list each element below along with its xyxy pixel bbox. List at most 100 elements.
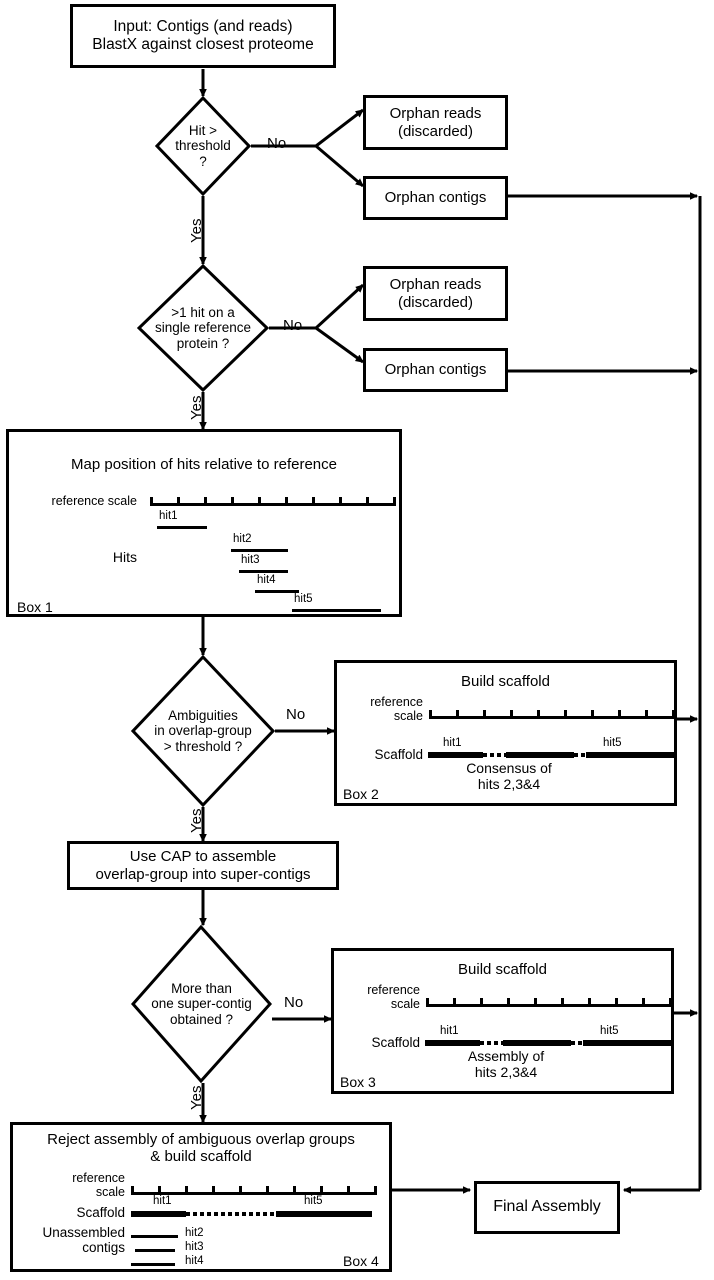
node-orphan-reads-1[interactable]: Orphan reads (discarded) — [363, 95, 508, 150]
box2-scale-label-line2: scale — [393, 708, 423, 723]
box4-unassembled-hit2-bar — [131, 1235, 178, 1238]
box2-scaffold-gap2 — [574, 753, 586, 757]
node-orphan-reads-2[interactable]: Orphan reads (discarded) — [363, 266, 508, 321]
box4-unassembled-hit3-bar — [135, 1249, 175, 1252]
edge-label-no-2: No — [283, 317, 303, 334]
box4-unassembled-line1: Unassembled — [42, 1225, 125, 1240]
box4-title-line1: Reject assembly of ambiguous overlap gro… — [47, 1131, 355, 1148]
node-orphan-reads-1-line2: (discarded) — [397, 122, 473, 140]
box4-scale-label-line2: scale — [95, 1184, 125, 1199]
box4-scale-label-line1: reference — [72, 1171, 125, 1185]
box3-scale-label-line2: scale — [390, 996, 420, 1011]
box1-hit3-label: hit3 — [241, 554, 260, 566]
box2-scaffold-label: Scaffold — [374, 747, 423, 762]
edge-label-yes-4: Yes — [188, 1085, 205, 1110]
box4-scale-label: reference scale — [33, 1171, 125, 1200]
node-final-assembly[interactable]: Final Assembly — [474, 1181, 620, 1234]
box1-hit5-label: hit5 — [294, 593, 313, 605]
box2-scaffold-seg3 — [586, 752, 674, 758]
box3-title: Build scaffold — [458, 961, 547, 978]
box3-reference-scale — [426, 995, 672, 1007]
box1-hit2-bar — [231, 549, 288, 552]
box2-title: Build scaffold — [461, 673, 550, 690]
box1-hit1-label: hit1 — [159, 510, 178, 522]
edge-label-yes-3: Yes — [188, 808, 205, 833]
box1-reference-scale — [150, 494, 396, 506]
box4-tag: Box 4 — [343, 1253, 379, 1269]
box2-tag: Box 2 — [343, 786, 379, 802]
decision-ambiguities[interactable]: Ambiguities in overlap-group > threshold… — [131, 655, 275, 807]
node-input[interactable]: Input: Contigs (and reads) BlastX agains… — [70, 4, 336, 68]
box1-hit3-bar — [239, 570, 288, 573]
box1-tag: Box 1 — [17, 599, 53, 615]
box2-scaffold-gap1 — [483, 753, 506, 757]
box3-hit1-label: hit1 — [440, 1025, 459, 1037]
box4-unassembled-hit4-label: hit4 — [185, 1255, 204, 1267]
node-orphan-contigs-1[interactable]: Orphan contigs — [363, 176, 508, 220]
node-orphan-reads-2-line2: (discarded) — [397, 293, 473, 311]
box4-unassembled-label: Unassembled contigs — [17, 1225, 125, 1256]
box3-scaffold-gap1 — [480, 1041, 503, 1045]
box2-caption: Consensus of hits 2,3&4 — [359, 760, 659, 792]
box2-scaffold-seg2 — [506, 752, 574, 758]
box4-title-line2: & build scaffold — [150, 1148, 252, 1166]
box4-scaffold-label: Scaffold — [76, 1205, 125, 1220]
box3-scale-label: reference scale — [340, 983, 420, 1012]
box4-scaffold-seg2 — [276, 1211, 372, 1217]
box2-hit1-label: hit1 — [443, 737, 462, 749]
node-input-line1: Input: Contigs (and reads) — [113, 18, 293, 36]
edge-label-no-1: No — [267, 135, 287, 152]
box3-hit5-label: hit5 — [600, 1025, 619, 1037]
box3-caption: Assembly of hits 2,3&4 — [356, 1048, 656, 1080]
box1-title: Map position of hits relative to referen… — [71, 456, 337, 473]
node-orphan-reads-1-line1: Orphan reads — [389, 105, 482, 123]
box1-panel[interactable]: Map position of hits relative to referen… — [6, 429, 402, 617]
decision-more-than-one-supercontig[interactable]: More than one super-contig obtained ? — [131, 925, 272, 1083]
box3-scaffold-seg1 — [425, 1040, 480, 1046]
edge-label-yes-1: Yes — [188, 218, 205, 243]
decision-multi-hit[interactable]: >1 hit on a single reference protein ? — [137, 264, 269, 392]
node-input-line2: BlastX against closest proteome — [92, 36, 314, 53]
box1-hit5-bar — [292, 609, 381, 612]
box2-hit5-label: hit5 — [603, 737, 622, 749]
decision-hit-threshold[interactable]: Hit > threshold ? — [155, 96, 251, 196]
box4-unassembled-hit2-label: hit2 — [185, 1227, 204, 1239]
box2-panel[interactable]: Build scaffold reference scale Scaffold … — [334, 660, 677, 806]
box1-hit1-bar — [157, 526, 207, 529]
edge-label-no-3: No — [286, 706, 306, 723]
box2-scaffold-seg1 — [428, 752, 483, 758]
edge-label-yes-2: Yes — [188, 395, 205, 420]
box2-scale-label: reference scale — [343, 695, 423, 724]
box1-hit2-label: hit2 — [233, 533, 252, 545]
box4-scaffold-seg1 — [131, 1211, 186, 1217]
box2-scale-label-line1: reference — [370, 695, 423, 709]
box3-panel[interactable]: Build scaffold reference scale Scaffold … — [331, 948, 674, 1094]
box2-caption-line1: Consensus of — [466, 760, 552, 776]
box4-panel[interactable]: Reject assembly of ambiguous overlap gro… — [10, 1122, 392, 1272]
box3-scaffold-gap2 — [571, 1041, 583, 1045]
box1-hit4-bar — [255, 590, 299, 593]
box3-tag: Box 3 — [340, 1074, 376, 1090]
edge-label-no-4: No — [284, 994, 304, 1011]
box4-unassembled-line2: contigs — [82, 1239, 125, 1255]
box3-scaffold-seg2 — [503, 1040, 571, 1046]
box3-scaffold-label: Scaffold — [371, 1035, 420, 1050]
box3-caption-line2: hits 2,3&4 — [474, 1064, 538, 1081]
node-use-cap-line2: overlap-group into super-contigs — [95, 865, 311, 883]
box1-hit4-label: hit4 — [257, 574, 276, 586]
box4-scaffold-gap1 — [186, 1212, 276, 1216]
box3-scale-label-line1: reference — [367, 983, 420, 997]
node-use-cap-line1: Use CAP to assemble — [129, 848, 277, 866]
box2-caption-line2: hits 2,3&4 — [477, 776, 541, 793]
box4-unassembled-hit3-label: hit3 — [185, 1241, 204, 1253]
box2-reference-scale — [429, 707, 675, 719]
box1-hits-label: Hits — [112, 549, 137, 565]
node-orphan-reads-2-line1: Orphan reads — [389, 276, 482, 294]
box3-scaffold-seg3 — [583, 1040, 671, 1046]
node-orphan-contigs-1-label: Orphan contigs — [384, 189, 487, 207]
node-orphan-contigs-2-label: Orphan contigs — [384, 361, 487, 379]
box4-unassembled-hit4-bar — [131, 1263, 175, 1266]
node-use-cap[interactable]: Use CAP to assemble overlap-group into s… — [67, 841, 339, 890]
node-orphan-contigs-2[interactable]: Orphan contigs — [363, 348, 508, 392]
